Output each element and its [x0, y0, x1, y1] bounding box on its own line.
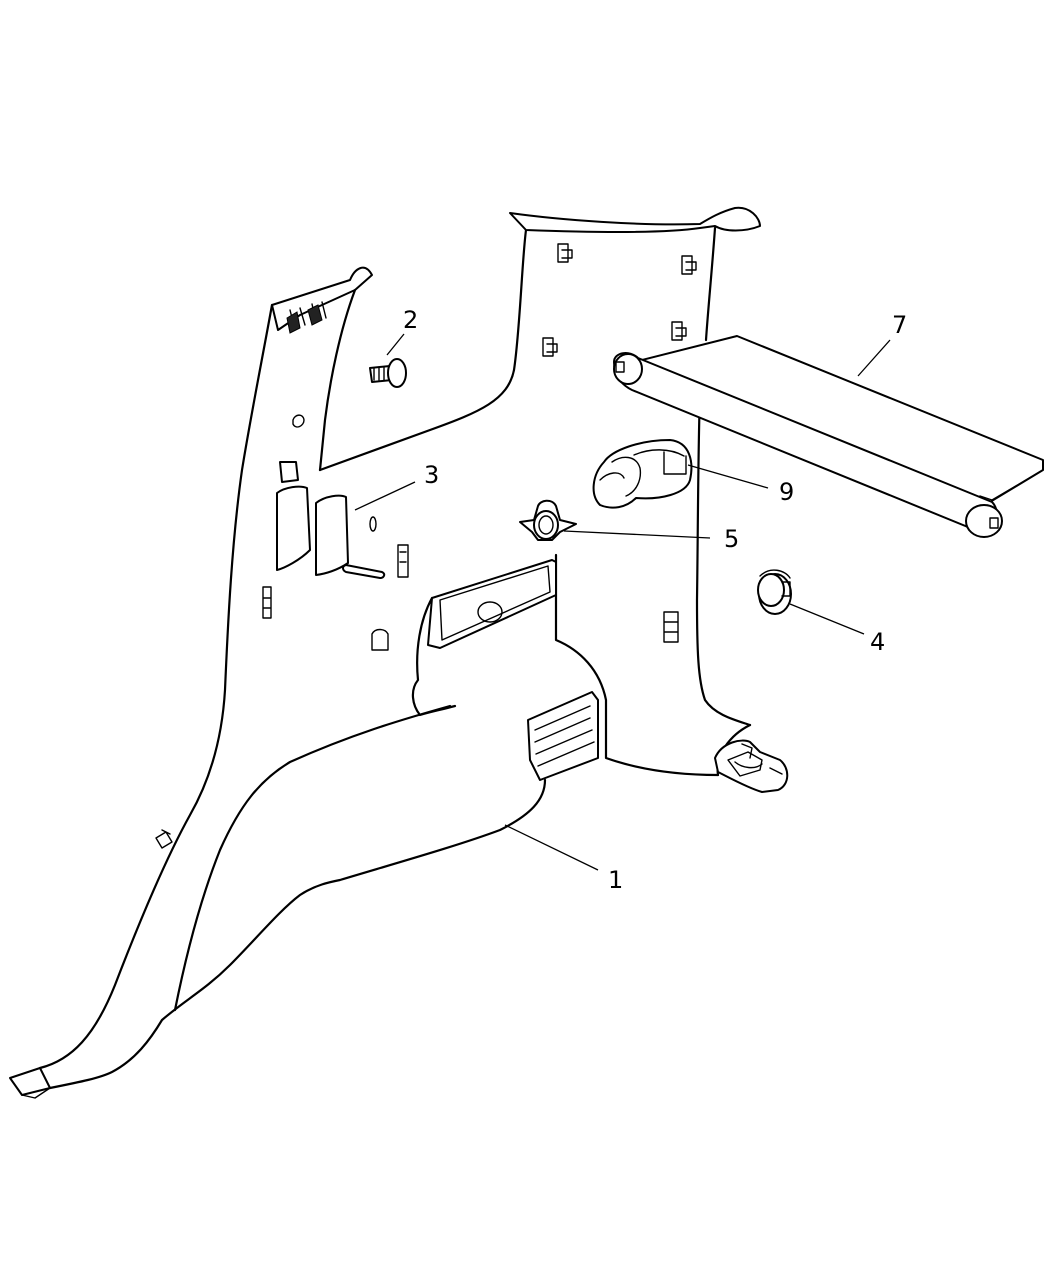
callout-2: 2: [403, 306, 418, 334]
quarter-trim-panel: [9, 206, 761, 1099]
part-4-plug: [757, 569, 865, 635]
part-5-fastener: [519, 499, 711, 541]
callout-7: 7: [892, 311, 907, 339]
panel-clips: [155, 243, 697, 849]
part-3-covers: [276, 481, 416, 579]
part-2-push-pin: [369, 333, 407, 388]
rear-anchor: [714, 739, 789, 793]
part-9-handle: [592, 439, 769, 509]
callout-4: 4: [870, 628, 885, 656]
callout-3: 3: [424, 461, 439, 489]
callout-5: 5: [724, 525, 739, 553]
callout-1: 1: [608, 866, 623, 894]
callout-9: 9: [779, 478, 794, 506]
callout-labels: 1 2 3 4 5 7 9: [403, 306, 907, 894]
part-7-cargo-cover: [613, 335, 1044, 538]
